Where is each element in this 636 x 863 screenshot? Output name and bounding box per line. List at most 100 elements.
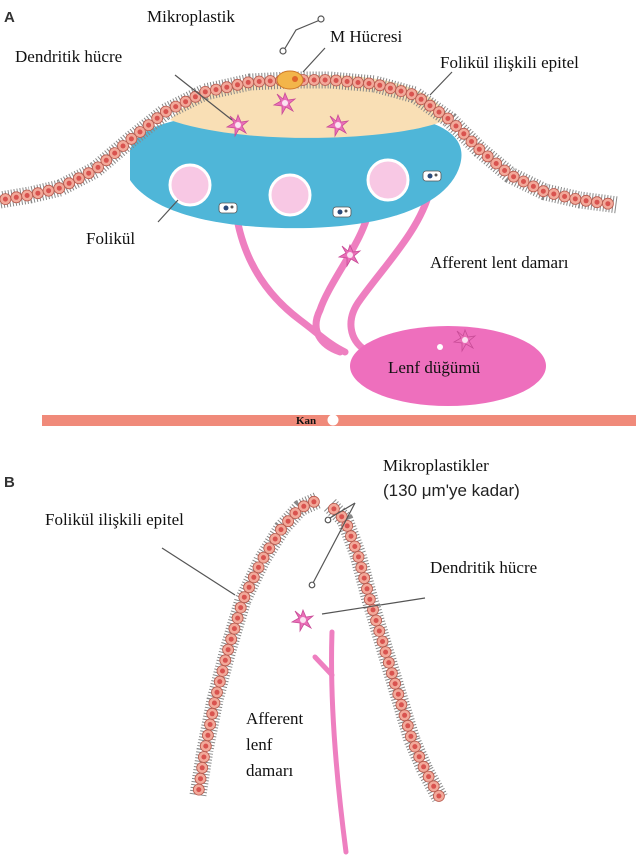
epithelial-cell-nucleus	[331, 506, 336, 511]
epithelial-cell-nucleus	[155, 116, 160, 121]
epithelial-cell-nucleus	[365, 586, 370, 591]
epithelial-cell-nucleus	[96, 165, 101, 170]
epithelial-cell-nucleus	[208, 722, 213, 727]
label-mikroplastik: Mikroplastik	[147, 7, 235, 26]
epithelial-cell-nucleus	[212, 701, 217, 706]
epithelial-cell-nucleus	[349, 534, 354, 539]
epithelial-cell-nucleus	[431, 784, 436, 789]
microplastic	[328, 415, 339, 426]
epithelial-cell-nucleus	[220, 669, 225, 674]
epithelial-cell-nucleus	[138, 130, 143, 135]
label-folikul-epitel-b: Folikül ilişkili epitel	[45, 510, 184, 529]
afferent-lymph-vessel-b	[315, 632, 346, 852]
epithelial-cell-nucleus	[183, 99, 188, 104]
epithelial-cell-nucleus	[215, 690, 220, 695]
follicle-associated-epithelium-b	[193, 496, 444, 801]
epithelial-cell-nucleus	[311, 499, 316, 504]
epithelial-cell-nucleus	[511, 174, 516, 179]
epithelial-cell-nucleus	[386, 660, 391, 665]
epithelial-cell-nucleus	[388, 86, 393, 91]
epithelial-cell-nucleus	[205, 733, 210, 738]
epithelial-cell-nucleus	[226, 647, 231, 652]
panel-a-letter: A	[4, 9, 15, 26]
epithelial-cell-nucleus	[461, 131, 466, 136]
epithelial-cell-nucleus	[35, 191, 40, 196]
epithelial-cell-nucleus	[419, 97, 424, 102]
epithelial-cell-nucleus	[436, 794, 441, 799]
epithelial-cell-nucleus	[268, 79, 273, 84]
label-afferent-b: Afferent	[246, 709, 304, 728]
epithelial-cell-nucleus	[217, 679, 222, 684]
label-m-hucresi: M Hücresi	[330, 27, 403, 46]
epithelial-cell-nucleus	[367, 81, 372, 86]
epithelial-cell-nucleus	[494, 161, 499, 166]
lymphocyte	[333, 207, 351, 217]
epithelial-cell-nucleus	[502, 168, 507, 173]
epithelial-cell-nucleus	[399, 89, 404, 94]
epithelial-cell-nucleus	[104, 158, 109, 163]
epithelial-cell-nucleus	[129, 136, 134, 141]
epithelial-cell-nucleus	[203, 89, 208, 94]
dendritic-cell	[292, 610, 313, 631]
epithelial-cell-nucleus	[163, 109, 168, 114]
epithelial-cell-nucleus	[377, 629, 382, 634]
epithelial-cell-nucleus	[201, 755, 206, 760]
epithelial-cell-nucleus	[210, 711, 215, 716]
epithelial-cell-nucleus	[417, 754, 422, 759]
epithelial-cell-nucleus	[367, 597, 372, 602]
epithelial-cell-nucleus	[267, 546, 272, 551]
lymphocyte	[219, 203, 237, 213]
epithelial-cell-nucleus	[551, 192, 556, 197]
label-folikul-epitel-a: Folikül ilişkili epitel	[440, 53, 579, 72]
epithelial-cell-nucleus	[437, 110, 442, 115]
epithelial-cell-nucleus	[67, 181, 72, 186]
epithelial-cell-nucleus	[14, 195, 19, 200]
epithelial-cell-nucleus	[224, 85, 229, 90]
epithelial-cell-nucleus	[399, 702, 404, 707]
epithelial-cell-nucleus	[235, 82, 240, 87]
epithelial-cell-nucleus	[323, 78, 328, 83]
epithelial-cell-nucleus	[562, 194, 567, 199]
epithelial-cell-nucleus	[352, 544, 357, 549]
epithelial-cell-nucleus	[605, 201, 610, 206]
epithelial-cell-nucleus	[112, 151, 117, 156]
epithelial-cell-nucleus	[198, 776, 203, 781]
epithelial-cell-nucleus	[246, 80, 251, 85]
label-lenf-b: lenf	[246, 735, 273, 754]
epithelial-cell-nucleus	[232, 626, 237, 631]
epithelial-cell-nucleus	[521, 179, 526, 184]
microplastic	[437, 344, 443, 350]
label-lenf-dugumu: Lenf düğümü	[388, 358, 481, 377]
epithelial-cell-nucleus	[238, 605, 243, 610]
epithelial-cell-nucleus	[383, 650, 388, 655]
label-afferent-lent: Afferent lent damarı	[430, 253, 569, 272]
epithelial-cell-nucleus	[412, 744, 417, 749]
epithelial-cell-nucleus	[405, 723, 410, 728]
epithelial-cell-nucleus	[541, 189, 546, 194]
label-dendritik-hucre-b: Dendritik hücre	[430, 558, 537, 577]
epithelial-cell-nucleus	[371, 607, 376, 612]
epithelial-cell-nucleus	[57, 186, 62, 191]
epithelial-cell-nucleus	[408, 734, 413, 739]
label-mikroplastikler: Mikroplastikler	[383, 456, 489, 475]
follicle	[170, 165, 210, 205]
epithelial-cell-nucleus	[223, 658, 228, 663]
epithelial-cell-nucleus	[393, 681, 398, 686]
epithelial-cell-nucleus	[196, 787, 201, 792]
m-cell-nucleus	[292, 76, 298, 82]
m-cell	[277, 71, 303, 89]
epithelial-cell-nucleus	[345, 79, 350, 84]
epithelial-cell-nucleus	[203, 744, 208, 749]
epithelial-cell-nucleus	[293, 511, 298, 516]
epithelial-cell-nucleus	[374, 618, 379, 623]
label-damari-b: damarı	[246, 761, 293, 780]
epithelial-cell-nucleus	[531, 184, 536, 189]
epithelial-cell-nucleus	[402, 713, 407, 718]
label-folikul: Folikül	[86, 229, 135, 248]
epithelial-cell-nucleus	[25, 193, 30, 198]
epithelial-cell-nucleus	[356, 80, 361, 85]
epithelial-cell-nucleus	[46, 188, 51, 193]
epithelial-cell-nucleus	[200, 765, 205, 770]
epithelial-cell-nucleus	[301, 504, 306, 509]
